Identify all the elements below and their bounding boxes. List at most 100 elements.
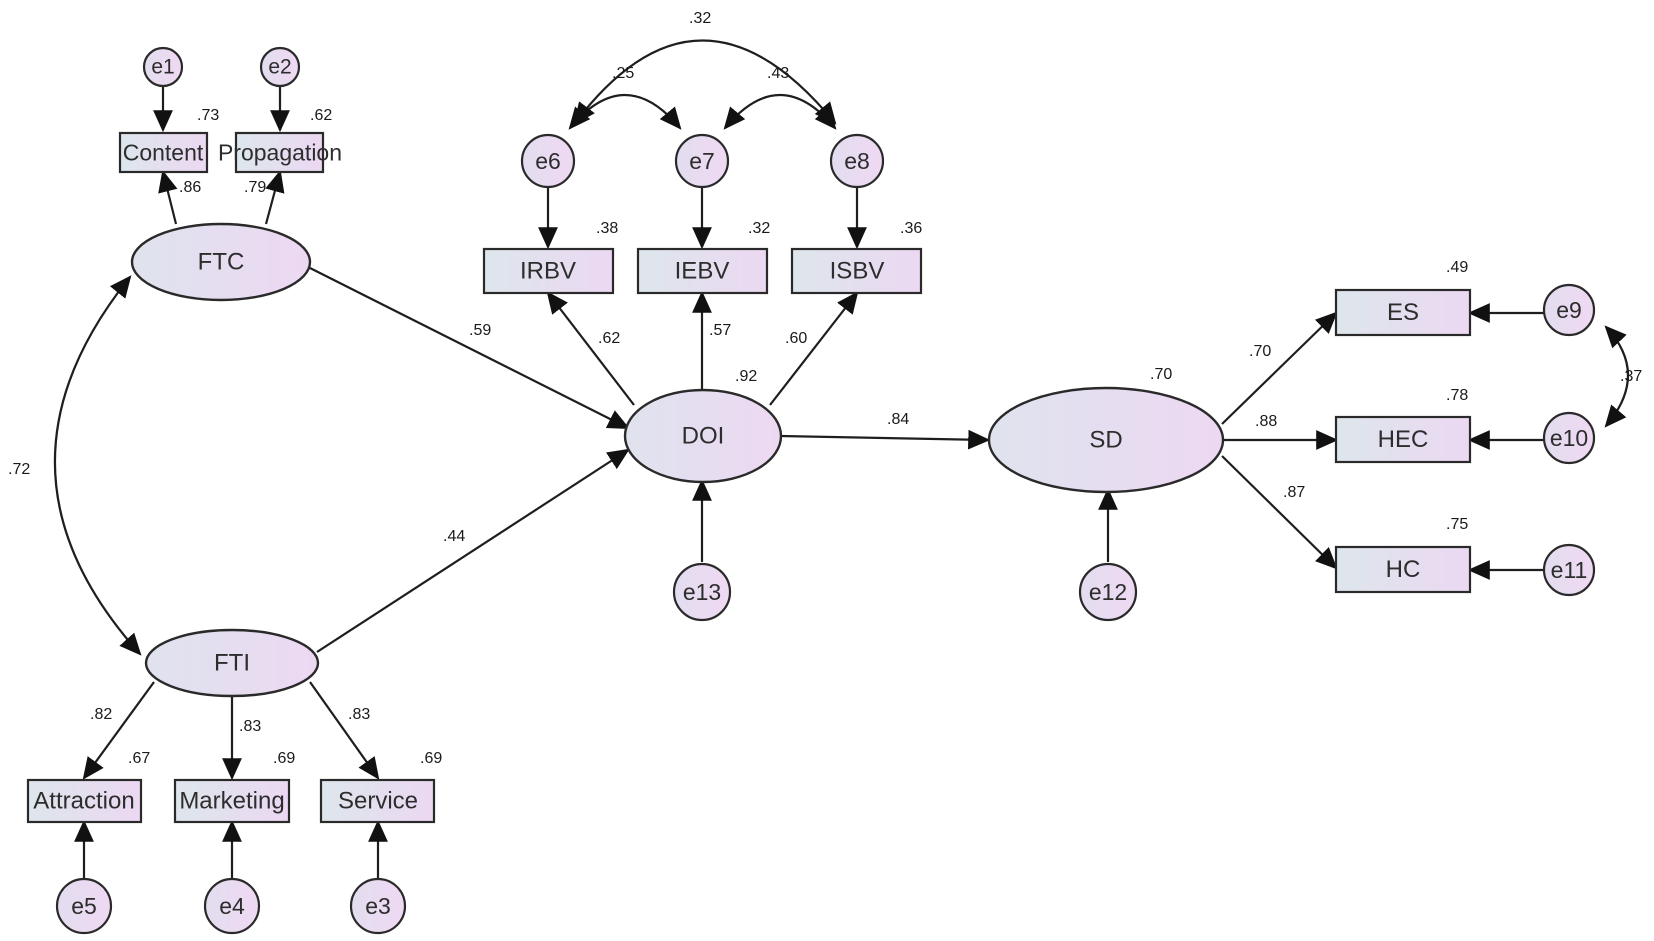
error-e10: e10 <box>1542 411 1596 465</box>
obs-irbv: IRBV <box>482 247 615 295</box>
latent-sd-label: SD <box>1089 427 1122 454</box>
coef-e7-e8: .43 <box>767 65 789 82</box>
error-e9-label: e9 <box>1556 297 1582 323</box>
edge-doi-isbv <box>769 291 859 406</box>
edge-sd-es <box>1221 311 1338 425</box>
obs-iebv-label: IEBV <box>675 258 730 285</box>
error-e9: e9 <box>1542 283 1596 337</box>
obs-attraction-label: Attraction <box>33 788 134 815</box>
cov-e6-e7 <box>568 94 682 130</box>
obs-service: Service <box>319 778 436 824</box>
obs-hc-label: HC <box>1386 556 1421 583</box>
edge-fti-attraction <box>82 681 155 780</box>
coef-marketing-r2: .69 <box>273 750 295 767</box>
coef-ftc-fti: .72 <box>8 461 30 478</box>
error-e1: e1 <box>142 46 184 88</box>
coef-propagation-r2: .62 <box>310 107 332 124</box>
obs-content-label: Content <box>123 140 204 166</box>
latent-doi-label: DOI <box>682 423 725 450</box>
error-e5: e5 <box>55 877 113 935</box>
edge-ftc-doi <box>309 267 630 429</box>
latent-fti-label: FTI <box>214 650 250 677</box>
obs-marketing: Marketing <box>173 778 291 824</box>
error-e7: e7 <box>674 133 730 189</box>
error-e4-label: e4 <box>219 893 245 919</box>
edge-sd-hc <box>1221 455 1338 570</box>
error-e2-label: e2 <box>268 56 291 79</box>
coef-fti-marketing: .83 <box>239 718 261 735</box>
coef-sd-hec: .88 <box>1255 413 1277 430</box>
latent-doi: DOI <box>623 388 783 484</box>
error-e13: e13 <box>672 562 732 622</box>
error-e12: e12 <box>1078 562 1138 622</box>
coef-doi-r2: .92 <box>735 368 757 385</box>
coef-e6-e8: .32 <box>689 10 711 27</box>
obs-propagation-label: Propagation <box>218 140 342 166</box>
obs-isbv: ISBV <box>790 247 923 295</box>
coef-ftc-propagation: .79 <box>244 179 266 196</box>
coef-irbv-r2: .38 <box>596 220 618 237</box>
latent-ftc-label: FTC <box>198 249 245 276</box>
obs-hec: HEC <box>1334 415 1472 464</box>
coef-doi-sd: .84 <box>887 411 909 428</box>
coef-sd-hc: .87 <box>1283 484 1305 501</box>
coef-e9-e10: .37 <box>1620 368 1642 385</box>
coef-iebv-r2: .32 <box>748 220 770 237</box>
error-e8-label: e8 <box>844 148 870 174</box>
edge-fti-doi <box>316 448 630 653</box>
coef-fti-service: .83 <box>348 706 370 723</box>
error-e13-label: e13 <box>683 579 721 605</box>
error-e1-label: e1 <box>151 56 174 79</box>
error-e3: e3 <box>349 877 407 935</box>
obs-hc: HC <box>1334 545 1472 594</box>
coef-es-r2: .49 <box>1446 259 1468 276</box>
coef-doi-iebv: .57 <box>709 322 731 339</box>
latent-fti: FTI <box>144 628 320 698</box>
error-e4: e4 <box>203 877 261 935</box>
coef-isbv-r2: .36 <box>900 220 922 237</box>
obs-isbv-label: ISBV <box>830 258 885 285</box>
coef-service-r2: .69 <box>420 750 442 767</box>
edge-ftc-content <box>158 169 178 225</box>
edge-doi-irbv <box>546 291 635 406</box>
edge-ftc-propagation <box>264 169 285 225</box>
obs-propagation: Propagation <box>218 131 342 174</box>
error-e5-label: e5 <box>71 893 97 919</box>
latent-ftc: FTC <box>130 222 312 302</box>
cov-e6-e8 <box>573 39 837 125</box>
latent-sd: SD <box>987 386 1225 494</box>
coef-fti-attraction: .82 <box>90 706 112 723</box>
edge-fti-service <box>309 681 380 780</box>
obs-irbv-label: IRBV <box>520 258 576 285</box>
coef-ftc-doi: .59 <box>469 322 491 339</box>
error-e6-label: e6 <box>535 148 561 174</box>
error-e11-label: e11 <box>1551 557 1588 583</box>
obs-service-label: Service <box>338 788 418 815</box>
coef-sd-es: .70 <box>1249 343 1271 360</box>
error-e10-label: e10 <box>1550 425 1588 451</box>
obs-es: ES <box>1334 288 1472 337</box>
coef-content-r2: .73 <box>197 107 219 124</box>
coef-ftc-content: .86 <box>179 179 201 196</box>
error-e7-label: e7 <box>689 148 715 174</box>
coef-doi-isbv: .60 <box>785 330 807 347</box>
coef-sd-r2: .70 <box>1150 366 1172 383</box>
obs-es-label: ES <box>1387 299 1419 326</box>
coef-hec-r2: .78 <box>1446 387 1468 404</box>
obs-content: Content <box>118 131 209 174</box>
coef-hc-r2: .75 <box>1446 516 1468 533</box>
obs-marketing-label: Marketing <box>179 788 284 815</box>
coef-e6-e7: .25 <box>612 65 634 82</box>
error-e12-label: e12 <box>1089 579 1127 605</box>
cov-e7-e8 <box>723 94 837 130</box>
obs-iebv: IEBV <box>636 247 769 295</box>
cov-e9-e10 <box>1604 325 1630 428</box>
error-e11: e11 <box>1542 543 1596 597</box>
coef-attraction-r2: .67 <box>128 750 150 767</box>
error-e3-label: e3 <box>365 893 391 919</box>
error-e2: e2 <box>259 46 301 88</box>
coef-doi-irbv: .62 <box>598 330 620 347</box>
obs-hec-label: HEC <box>1378 426 1429 453</box>
edge-doi-sd <box>779 429 991 450</box>
coef-fti-doi: .44 <box>443 528 465 545</box>
